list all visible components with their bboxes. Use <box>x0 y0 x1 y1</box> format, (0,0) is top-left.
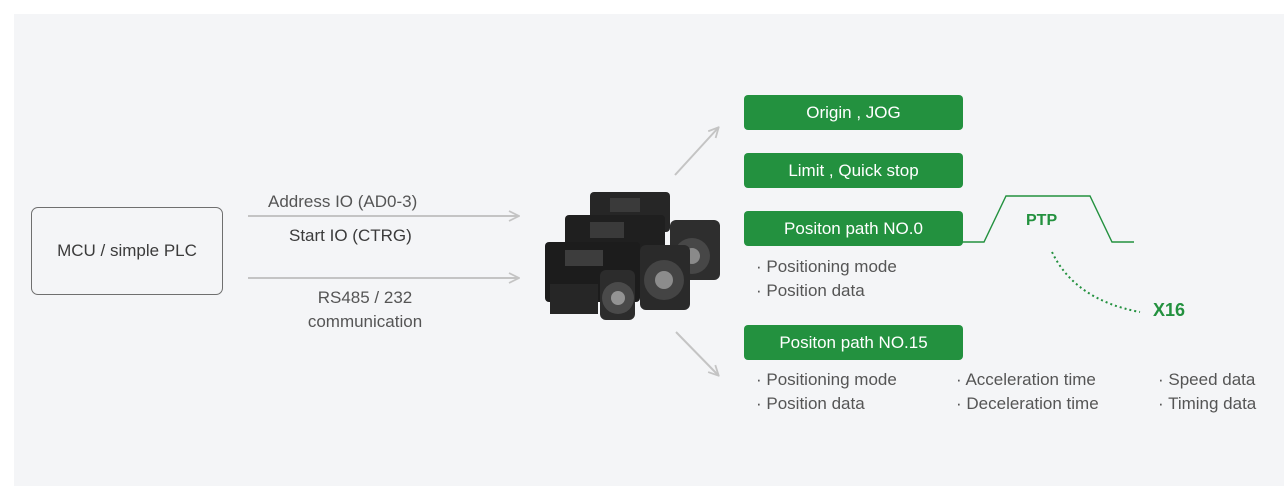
path15-label: Positon path NO.15 <box>779 332 928 352</box>
comm-label-line2: communication <box>307 312 423 331</box>
path15-item: · Speed data <box>1158 370 1256 389</box>
start-io-label: Start IO (CTRG) <box>289 226 412 245</box>
origin-jog-box: Origin , JOG <box>744 95 963 130</box>
path15-position-data: Position data <box>766 394 865 413</box>
address-io-label: Address IO (AD0-3) <box>268 192 418 211</box>
path15-item: · Deceleration time <box>956 394 1099 413</box>
x16-label: X16 <box>1153 300 1186 320</box>
limit-quick-stop-box: Limit , Quick stop <box>744 153 963 188</box>
path0-positioning-mode: Positioning mode <box>766 257 897 276</box>
path0-box: Positon path NO.0 <box>744 211 963 246</box>
path15-deceleration-time: Deceleration time <box>966 394 1099 413</box>
arrow-to-path15 <box>675 331 718 375</box>
path15-box: Positon path NO.15 <box>744 325 963 360</box>
path15-item: · Position data <box>756 394 865 413</box>
servo-motor-image <box>520 180 730 330</box>
path0-position-data: Position data <box>766 281 865 300</box>
path15-timing-data: Timing data <box>1168 394 1257 413</box>
limit-quick-stop-label: Limit , Quick stop <box>788 160 919 180</box>
origin-jog-label: Origin , JOG <box>806 102 901 122</box>
mcu-plc-box: MCU / simple PLC <box>31 207 223 295</box>
path0-item: · Position data <box>756 281 865 300</box>
comm-label-line1: RS485 / 232 <box>317 288 413 307</box>
path0-item: · Positioning mode <box>756 257 897 276</box>
path0-label: Positon path NO.0 <box>784 218 923 238</box>
mcu-label: MCU / simple PLC <box>57 241 197 260</box>
arrow-to-origin <box>674 128 718 176</box>
path15-item: · Positioning mode <box>756 370 897 389</box>
path15-item: · Timing data <box>1158 394 1257 413</box>
ptp-trapezoid <box>962 195 1134 243</box>
path15-acceleration-time: Acceleration time <box>965 370 1096 389</box>
path15-speed-data: Speed data <box>1168 370 1256 389</box>
ptp-dotted-link <box>1051 251 1141 313</box>
path15-positioning-mode: Positioning mode <box>766 370 897 389</box>
path15-item: · Acceleration time <box>956 370 1096 389</box>
ptp-label: PTP <box>1026 212 1058 229</box>
